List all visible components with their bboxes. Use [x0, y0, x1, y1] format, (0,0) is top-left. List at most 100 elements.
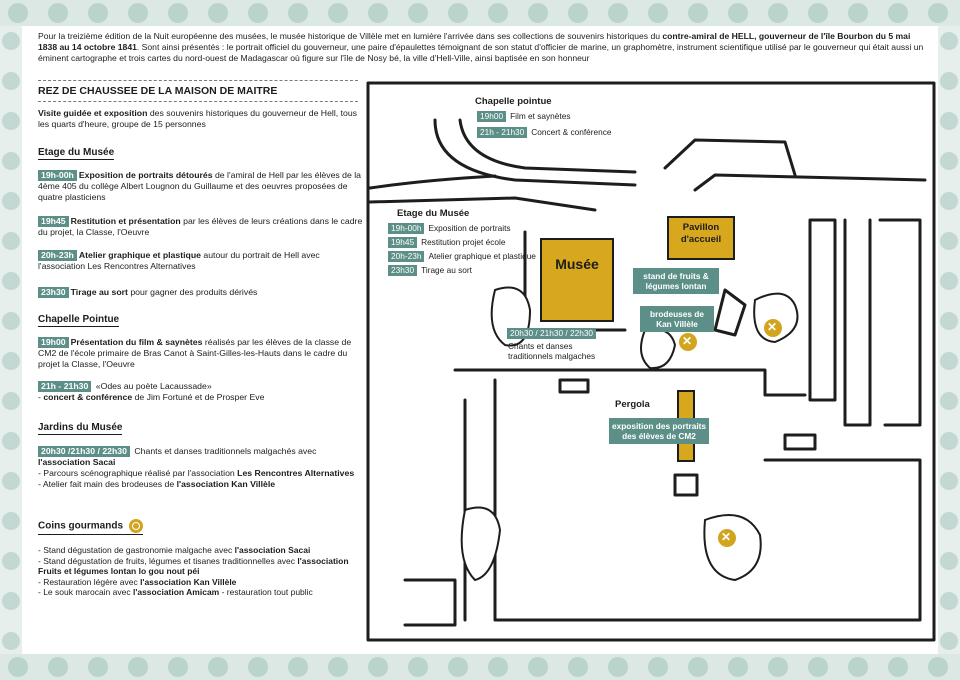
- item-label: Concert & conférence: [531, 127, 612, 137]
- flower-ornament: [168, 657, 188, 677]
- map-jardins-label: Chants et danses traditionnels malgaches: [508, 341, 596, 361]
- intro-text-2: . Sont ainsi présentés : le portrait off…: [38, 42, 924, 63]
- flower-ornament: [940, 112, 958, 130]
- item-bold: concert & conférence: [43, 392, 133, 402]
- flower-ornament: [2, 392, 20, 410]
- flower-ornament: [208, 3, 228, 23]
- time-tag: 19h-00h: [388, 223, 425, 234]
- flower-ornament: [940, 72, 958, 90]
- flower-ornament: [8, 657, 28, 677]
- list-item: - Le souk marocain avec l'association Am…: [38, 587, 364, 598]
- jardins-block: 20h30 /21h30 / 22h30 Chants et danses tr…: [38, 446, 364, 490]
- flower-ornament: [940, 632, 958, 650]
- list-item: - Restauration légère avec l'association…: [38, 577, 364, 588]
- tree-blob: [703, 514, 762, 582]
- flower-ornament: [328, 657, 348, 677]
- coin-text-end: - restauration tout public: [219, 587, 313, 598]
- food-coin-icon: [763, 318, 783, 338]
- flower-ornament: [940, 552, 958, 570]
- subhead-jardins: Jardins du Musée: [38, 422, 123, 435]
- path-curve: [433, 118, 637, 187]
- time-tag: 23h30: [388, 265, 418, 276]
- flower-ornament: [408, 657, 428, 677]
- food-coin-icon: [717, 528, 737, 548]
- time-tag: 19h45: [388, 237, 418, 248]
- food-coin-icon: [678, 332, 698, 352]
- floral-border-right: [938, 26, 960, 654]
- item-text: de l'amiral de Hell par les élèves de la…: [38, 170, 362, 202]
- floral-border-bottom: [0, 654, 960, 680]
- divider: [38, 80, 358, 81]
- flower-ornament: [88, 657, 108, 677]
- flower-ornament: [2, 352, 20, 370]
- flower-ornament: [528, 3, 548, 23]
- jardins-bold: l'association Sacai: [38, 457, 116, 467]
- item-text: pour gagner des produits dérivés: [127, 287, 258, 297]
- time-tag: 19h00: [38, 337, 69, 348]
- item-text: par les élèves de leurs créations dans l…: [38, 216, 363, 237]
- item-label: Tirage au sort: [421, 265, 472, 275]
- flower-ornament: [168, 3, 188, 23]
- item-text: autour du portrait de Hell avec l'associ…: [38, 250, 320, 271]
- flower-ornament: [728, 657, 748, 677]
- map-drawing: [366, 81, 936, 642]
- flower-ornament: [568, 3, 588, 23]
- item-bold: Présentation du film & saynètes: [70, 337, 203, 347]
- flower-ornament: [848, 657, 868, 677]
- pavillon-building: Pavillon d'accueil: [667, 216, 735, 260]
- item-bold: Tirage au sort: [70, 287, 128, 297]
- flower-ornament: [808, 657, 828, 677]
- flower-ornament: [940, 192, 958, 210]
- item-label: Film et saynètes: [510, 111, 571, 121]
- food-coin-icon: [129, 519, 144, 533]
- flower-ornament: [368, 657, 388, 677]
- coins-list: - Stand dégustation de gastronomie malga…: [38, 545, 364, 598]
- flower-ornament: [368, 3, 388, 23]
- flower-ornament: [48, 3, 68, 23]
- flower-ornament: [128, 3, 148, 23]
- flower-ornament: [688, 657, 708, 677]
- steps: [673, 473, 699, 497]
- flower-ornament: [128, 657, 148, 677]
- item-bold: Restitution et présentation: [70, 216, 181, 226]
- flower-ornament: [248, 3, 268, 23]
- intro-bold: contre-amiral de HELL, gouverneur de l'î…: [38, 31, 911, 52]
- flower-ornament: [2, 232, 20, 250]
- flower-ornament: [928, 3, 948, 23]
- wall: [493, 378, 922, 622]
- map-jardins-time: 20h30 / 21h30 / 22h30: [507, 328, 600, 339]
- building-outline: [663, 138, 797, 177]
- flower-ornament: [288, 657, 308, 677]
- item-text: réalisés par les élèves de la classe de …: [38, 337, 352, 369]
- flower-ornament: [940, 32, 958, 50]
- time-tag: 19h00: [477, 111, 507, 122]
- item-label: Restitution projet école: [421, 237, 506, 247]
- map-pergola-title: Pergola: [615, 399, 650, 410]
- flower-ornament: [2, 112, 20, 130]
- flower-ornament: [248, 657, 268, 677]
- flower-ornament: [940, 592, 958, 610]
- tree-blob: [640, 328, 677, 370]
- jardins-text: - Atelier fait main des brodeuses de: [38, 479, 177, 489]
- coin-text: - Le souk marocain avec: [38, 587, 133, 598]
- stand-label-box: stand de fruits & légumes lontan: [633, 268, 719, 294]
- flower-ornament: [448, 3, 468, 23]
- steps: [783, 433, 817, 451]
- time-tag: 23h30: [38, 287, 69, 298]
- coin-text: - Stand dégustation de fruits, légumes e…: [38, 555, 298, 566]
- coin-text: - Stand dégustation de gastronomie malga…: [38, 545, 235, 555]
- flower-ornament: [448, 657, 468, 677]
- steps: [558, 378, 590, 394]
- path-curve: [368, 196, 597, 212]
- jardins-bold: l'association Kan Villèle: [176, 479, 276, 489]
- item-label: Atelier graphique et plastique: [428, 251, 536, 261]
- subhead-chapelle: Chapelle Pointue: [38, 314, 120, 327]
- time-tag: 20h30 / 21h30 / 22h30: [507, 328, 597, 339]
- musee-label: Musée: [555, 256, 599, 272]
- visite-bold: Visite guidée et exposition: [38, 108, 148, 118]
- item-text: de Jim Fortuné et de Prosper Eve: [132, 392, 265, 402]
- flower-ornament: [288, 3, 308, 23]
